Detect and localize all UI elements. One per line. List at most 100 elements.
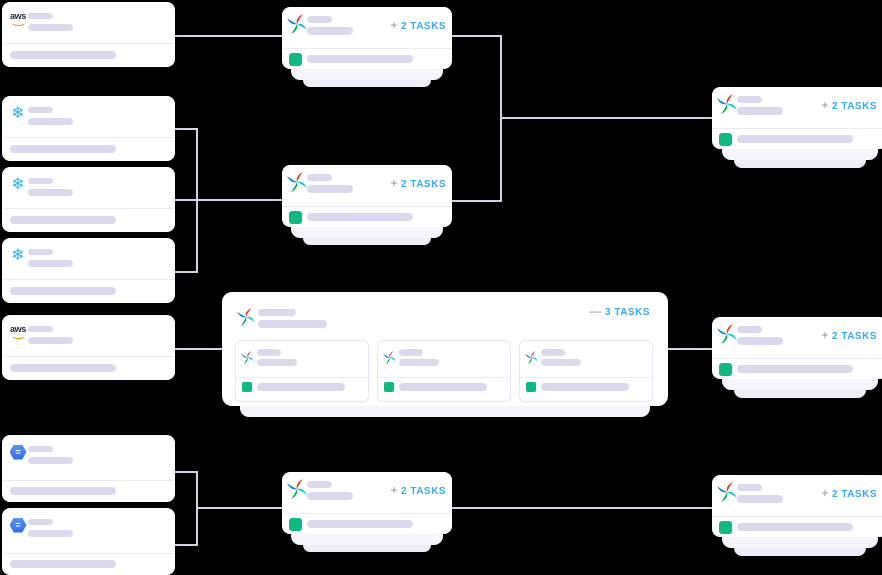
node-card-gcp-source-2[interactable]: =: [2, 508, 175, 575]
skeleton-subtitle-bar: [28, 530, 73, 537]
skeleton-subtitle-bar: [257, 359, 297, 366]
plus-icon: +: [390, 176, 398, 190]
snowflake-icon: ❄: [11, 103, 25, 122]
skeleton-title-bar: [28, 249, 53, 255]
expand-tasks-button[interactable]: +2 TASKS: [821, 98, 877, 112]
skeleton-subtitle-bar: [307, 27, 353, 35]
aws-icon: aws: [9, 323, 27, 341]
skeleton-footer-bar: [307, 213, 413, 221]
skeleton-footer-bar: [10, 216, 116, 224]
skeleton-subtitle-bar: [258, 320, 327, 328]
airflow-pinwheel-icon: [717, 324, 737, 344]
node-card-airflow-dag-mid-right[interactable]: +2 TASKS: [712, 317, 882, 379]
task-card-1[interactable]: [235, 340, 369, 402]
status-success-square: [289, 53, 302, 66]
plus-icon: +: [390, 483, 398, 497]
node-card-snowflake-source-3[interactable]: ❄: [2, 238, 175, 303]
node-card-gcp-source-1[interactable]: =: [2, 435, 175, 502]
card-divider: [282, 513, 452, 514]
skeleton-title-bar: [28, 13, 53, 19]
skeleton-title-bar: [258, 309, 296, 316]
skeleton-footer-bar: [399, 383, 487, 391]
node-card-airflow-dag-bottom-center[interactable]: +2 TASKS: [282, 472, 452, 534]
skeleton-title-bar: [541, 349, 565, 356]
task-card-2[interactable]: [377, 340, 511, 402]
snowflake-icon: ❄: [11, 245, 25, 264]
card-divider: [2, 279, 175, 280]
skeleton-footer-bar: [737, 523, 853, 531]
card-divider: [2, 480, 175, 481]
skeleton-title-bar: [28, 446, 53, 452]
expand-tasks-button[interactable]: +2 TASKS: [390, 483, 446, 497]
minus-icon: —: [589, 304, 602, 318]
status-success-square: [242, 382, 252, 392]
skeleton-subtitle-bar: [737, 495, 783, 503]
skeleton-subtitle-bar: [737, 337, 783, 345]
node-card-airflow-dag-top-right[interactable]: +2 TASKS: [712, 87, 882, 149]
node-card-airflow-dag-bottom-right[interactable]: +2 TASKS: [712, 475, 882, 537]
connector-line: [170, 35, 292, 37]
node-card-airflow-group-expanded[interactable]: —3 TASKS: [222, 292, 668, 406]
task-card-3[interactable]: [519, 340, 653, 402]
stacked-card-layer: [291, 534, 443, 545]
skeleton-subtitle-bar: [28, 260, 73, 267]
status-success-square: [719, 363, 732, 376]
card-divider: [378, 377, 510, 378]
skeleton-title-bar: [307, 481, 332, 488]
connector-line: [170, 348, 230, 350]
skeleton-title-bar: [737, 484, 762, 491]
skeleton-footer-bar: [10, 364, 116, 372]
skeleton-subtitle-bar: [28, 24, 73, 31]
stacked-card-layer: [303, 545, 431, 552]
skeleton-title-bar: [28, 107, 53, 113]
status-success-square: [719, 521, 732, 534]
skeleton-title-bar: [28, 326, 53, 332]
card-divider: [712, 516, 882, 517]
card-divider: [2, 208, 175, 209]
expand-tasks-button[interactable]: +2 TASKS: [390, 18, 446, 32]
skeleton-footer-bar: [10, 487, 116, 495]
status-success-square: [289, 518, 302, 531]
card-divider: [712, 128, 882, 129]
node-card-aws-source-2[interactable]: aws: [2, 315, 175, 380]
stacked-card-layer: [734, 390, 866, 398]
airflow-pinwheel-icon: [287, 14, 307, 34]
stacked-card-layer: [291, 227, 443, 238]
airflow-pinwheel-icon: [717, 94, 737, 114]
skeleton-footer-bar: [10, 287, 116, 295]
node-card-snowflake-source-2[interactable]: ❄: [2, 167, 175, 232]
expand-tasks-button[interactable]: +2 TASKS: [390, 176, 446, 190]
skeleton-title-bar: [28, 178, 53, 184]
skeleton-title-bar: [399, 349, 423, 356]
stacked-card-layer: [240, 406, 650, 417]
connector-line: [170, 128, 198, 130]
stacked-card-layer: [722, 149, 878, 160]
skeleton-title-bar: [737, 96, 762, 103]
stacked-card-layer: [303, 238, 431, 245]
node-card-airflow-dag-mid-center[interactable]: +2 TASKS: [282, 165, 452, 227]
status-success-square: [384, 382, 394, 392]
airflow-pinwheel-icon: [717, 482, 737, 502]
node-card-snowflake-source-1[interactable]: ❄: [2, 96, 175, 161]
expand-tasks-button[interactable]: +2 TASKS: [821, 328, 877, 342]
connector-line: [500, 117, 716, 119]
skeleton-footer-bar: [737, 135, 853, 143]
node-card-aws-source-1[interactable]: aws: [2, 2, 175, 67]
skeleton-subtitle-bar: [541, 359, 581, 366]
skeleton-footer-bar: [307, 55, 413, 63]
skeleton-subtitle-bar: [28, 337, 73, 344]
card-divider: [2, 137, 175, 138]
skeleton-subtitle-bar: [399, 359, 439, 366]
skeleton-footer-bar: [737, 365, 853, 373]
skeleton-subtitle-bar: [28, 457, 73, 464]
node-card-airflow-dag-top-center[interactable]: +2 TASKS: [282, 7, 452, 69]
plus-icon: +: [821, 486, 829, 500]
card-divider: [282, 48, 452, 49]
stacked-card-layer: [722, 379, 878, 390]
airflow-pinwheel-icon: [287, 172, 307, 192]
airflow-pinwheel-icon: [287, 479, 307, 499]
expand-tasks-button[interactable]: +2 TASKS: [821, 486, 877, 500]
skeleton-title-bar: [307, 174, 332, 181]
collapse-tasks-button[interactable]: —3 TASKS: [589, 304, 650, 318]
skeleton-subtitle-bar: [28, 189, 73, 196]
